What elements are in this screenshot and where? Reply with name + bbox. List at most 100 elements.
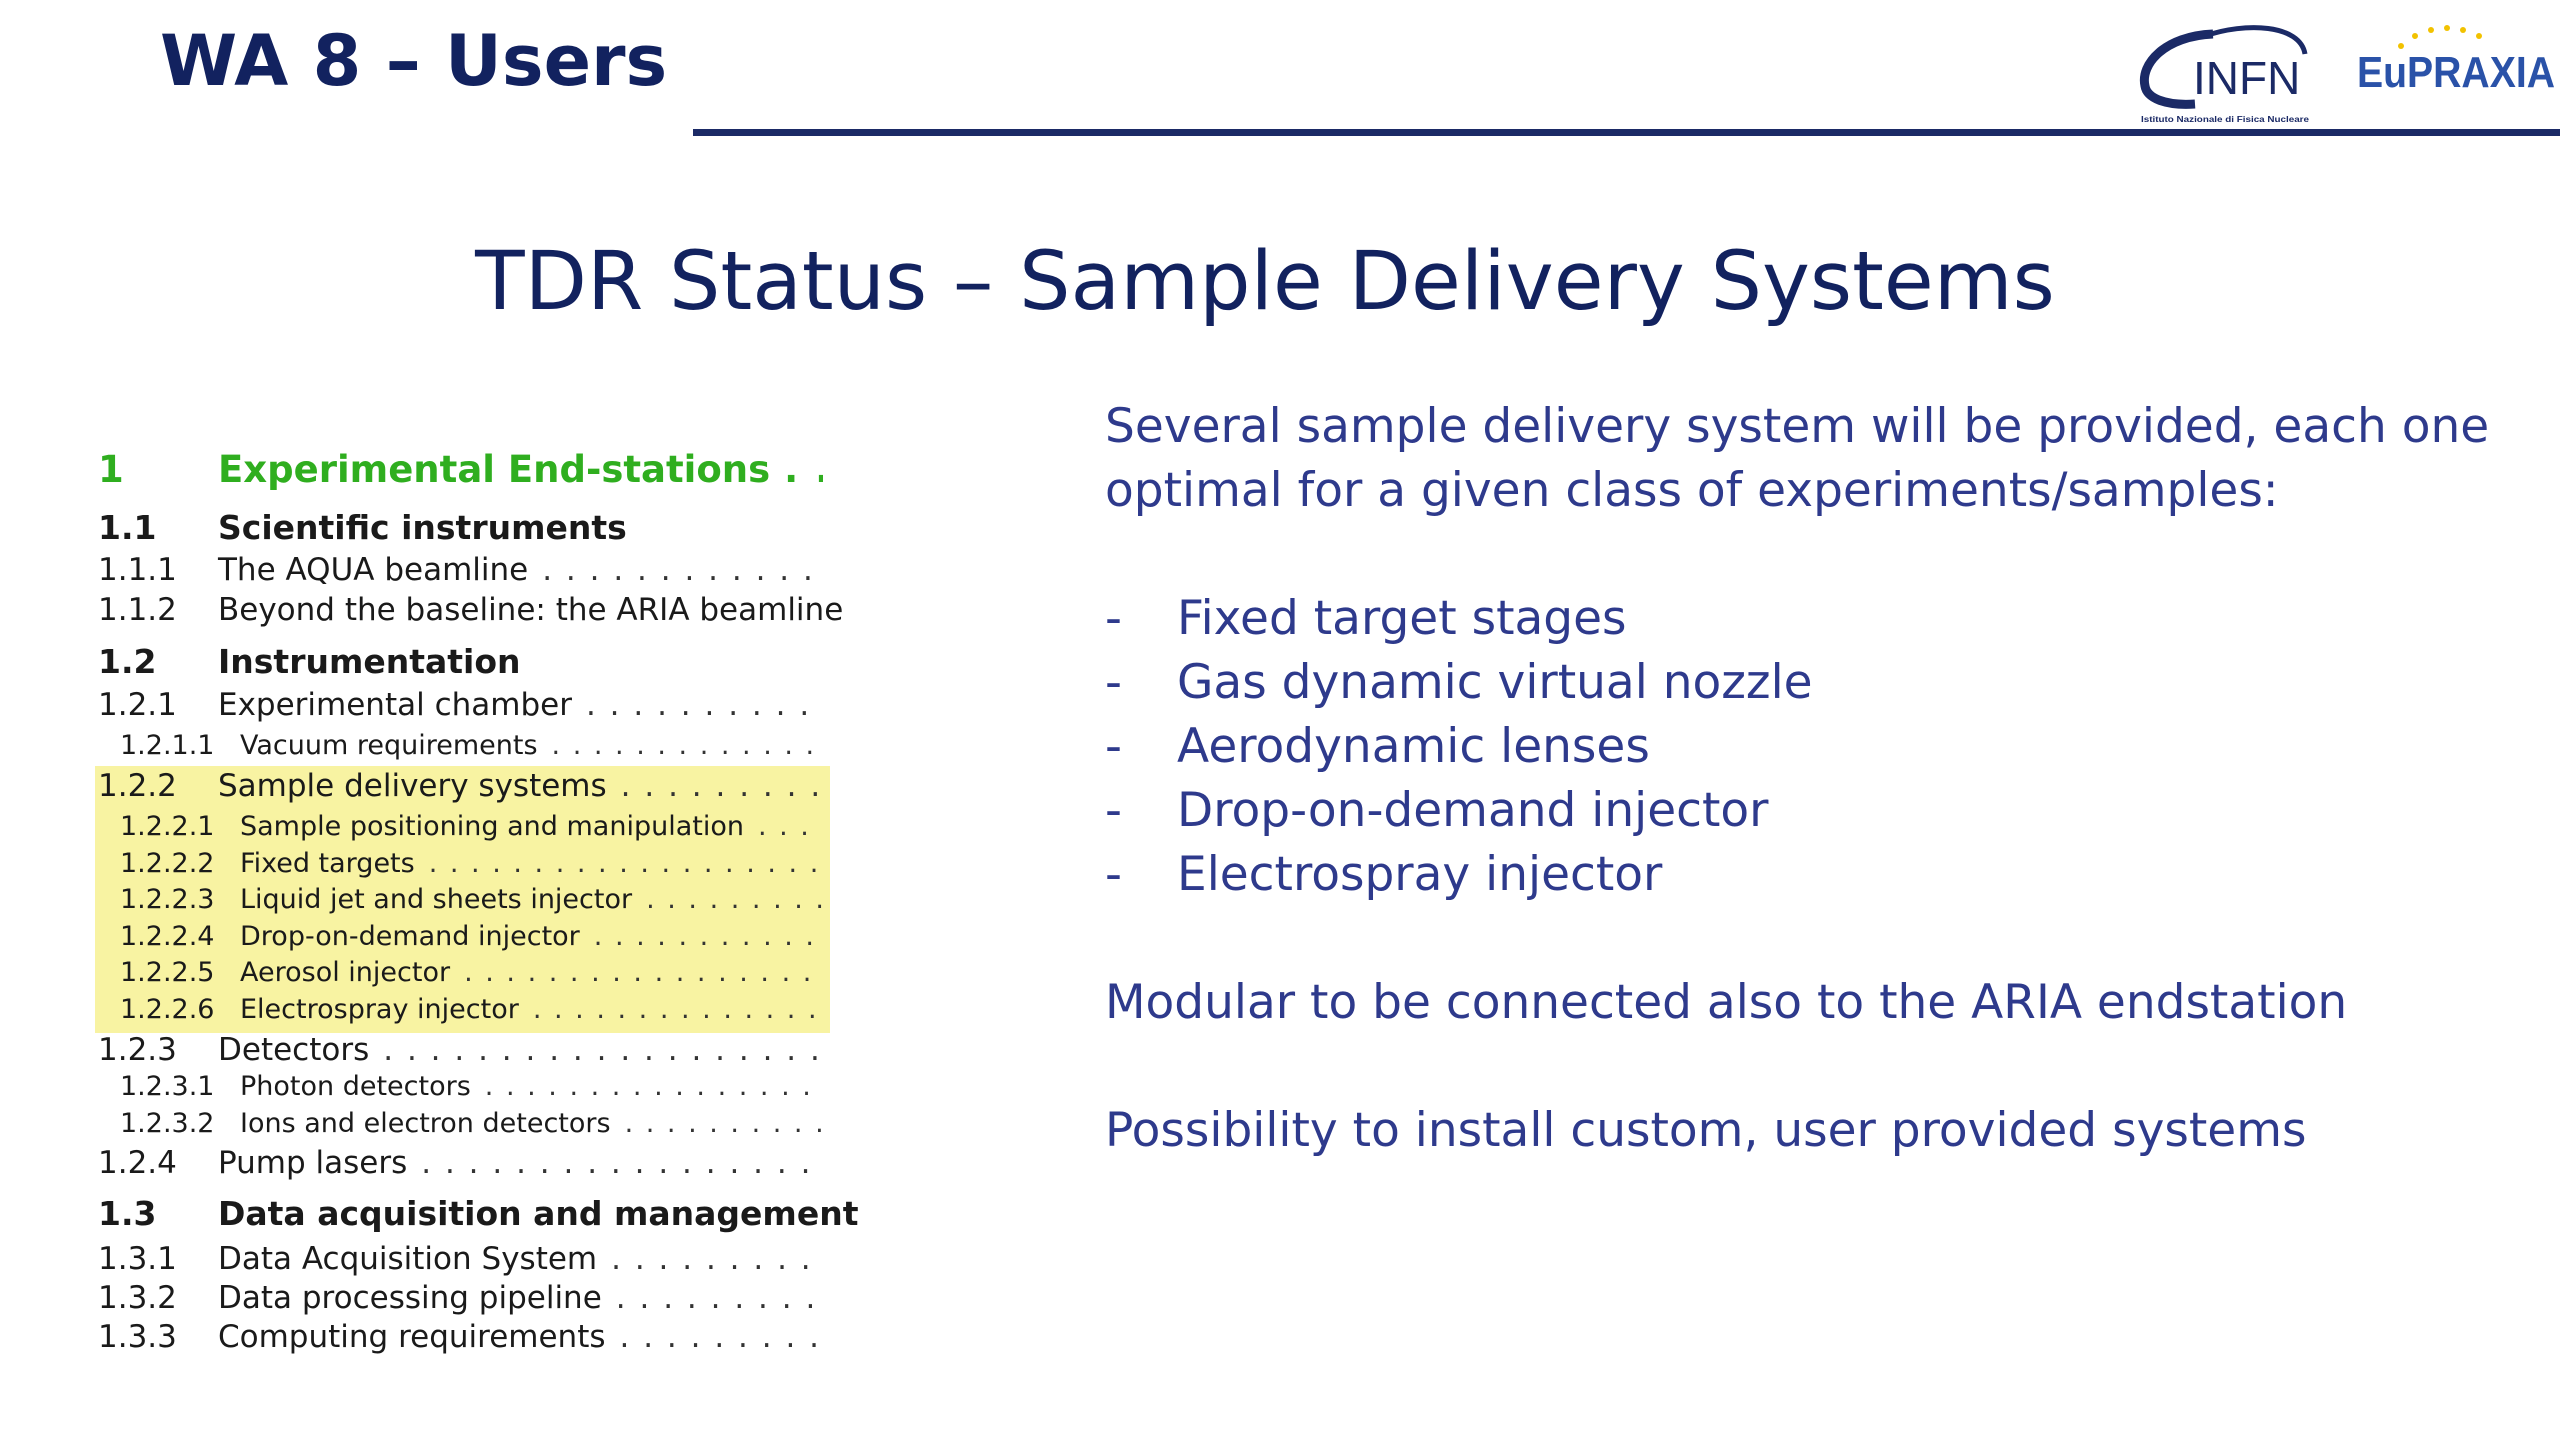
toc-entry-number: 1.1.2: [98, 592, 177, 628]
toc-entry: 1.2.2.2 Fixed targets . . . . . . . . . . …: [98, 848, 823, 879]
toc-entry-number: 1.2.2.5: [120, 957, 215, 988]
toc-entry: 1.2.4 Pump lasers . . . . . . . . . . . . …: [98, 1145, 823, 1181]
toc-entry-number: 1.3.1: [98, 1241, 177, 1277]
toc-entry: 1.1.1 The AQUA beamline . . . . . . . . . …: [98, 552, 823, 588]
toc-entry-title: Data acquisition and management: [218, 1194, 859, 1233]
toc-leader-dots: . . . . . . . . . . . . . . . . . . . . …: [593, 921, 823, 952]
toc-entry-title: Drop-on-demand injector: [240, 921, 580, 952]
toc-entry: 1.2.2.4 Drop-on-demand injector . . . . . …: [98, 921, 823, 952]
toc-leader-dots: . . . . . . . . . . . . . . . . . . . . …: [646, 884, 823, 915]
toc-entry-number: 1.2.2.6: [120, 994, 215, 1025]
toc-entry: 1.1.2 Beyond the baseline: the ARIA beaml…: [98, 592, 843, 628]
toc-entry-number: 1.2.2.3: [120, 884, 215, 915]
eupraxia-logo-text: EuPRAXIA: [2357, 48, 2555, 97]
toc-entry-number: 1.2.3.1: [120, 1071, 215, 1102]
toc-entry: 1.2 Instrumentation: [98, 642, 823, 681]
toc-entry: 1.1 Scientific instruments: [98, 508, 823, 547]
toc-entry-title: Electrospray injector: [240, 994, 519, 1025]
toc-entry-number: 1.2.2.2: [120, 848, 215, 879]
toc-leader-dots: . . . . . . . . . . . . . . . . . . . . …: [624, 1108, 823, 1139]
toc-entry: 1.2.3.1 Photon detectors . . . . . . . . .…: [98, 1071, 823, 1102]
toc-entry-number: 1.2.2.4: [120, 921, 215, 952]
infn-logo-subtitle: Istituto Nazionale di Fisica Nucleare: [2141, 115, 2310, 124]
toc-entry: 1.3.3 Computing requirements . . . . . . .…: [98, 1319, 823, 1355]
toc-entry-title: Liquid jet and sheets injector: [240, 884, 633, 915]
toc-entry-number: 1.2.4: [98, 1145, 177, 1181]
toc-entry-number: 1.2.2.1: [120, 811, 215, 842]
bullet-text: Aerodynamic lenses: [1177, 719, 1650, 774]
toc-entry-title: Vacuum requirements: [240, 730, 538, 761]
toc-entry-title: Pump lasers: [218, 1145, 408, 1181]
toc-entry: 1.2.1 Experimental chamber . . . . . . . .…: [98, 687, 823, 723]
toc-entry-number: 1.2.2: [98, 768, 177, 804]
eupraxia-logo: EuPRAXIA: [2355, 22, 2560, 112]
toc-entry-number: 1.1.1: [98, 552, 177, 588]
toc-entry: 1.2.2.6 Electrospray injector . . . . . . …: [98, 994, 823, 1025]
toc-entry-number: 1: [98, 448, 124, 491]
header-title: WA 8 – Users: [160, 20, 668, 102]
header-rule: [693, 129, 2560, 136]
toc-leader-dots: . . . . . . . . . . . . . . . . . . . . …: [421, 1145, 823, 1181]
toc-entry-number: 1.2.3.2: [120, 1108, 215, 1139]
toc-entry-number: 1.2: [98, 642, 157, 681]
slide-title: TDR Status – Sample Delivery Systems: [475, 235, 2055, 329]
toc-entry-title: The AQUA beamline: [218, 552, 529, 588]
toc-leader-dots: . . . . . . . . . . . . . . . . . . . . …: [484, 1071, 823, 1102]
toc-entry: 1.3.1 Data Acquisition System . . . . . . …: [98, 1241, 823, 1277]
custom-text: Possibility to install custom, user prov…: [1105, 1103, 2307, 1158]
toc-entry-number: 1.2.3: [98, 1032, 177, 1068]
toc-leader-dots: . . . . . . . . . . . . . . . . . . . . …: [619, 1319, 823, 1355]
toc-entry-title: Fixed targets: [240, 848, 415, 879]
toc-entry-title: Ions and electron detectors: [240, 1108, 611, 1139]
toc-leader-dots: . . . . . . . . . . . . . . . . . . . . …: [620, 768, 823, 804]
toc-entry-number: 1.2.1: [98, 687, 177, 723]
toc-entry-number: 1.3: [98, 1194, 157, 1233]
infn-logo-text: INFN: [2193, 52, 2300, 104]
toc-leader-dots: . . . . . . . . . . . . . . . . . . . . …: [757, 811, 823, 842]
toc-entry: 1.3.2 Data processing pipeline . . . . . .…: [98, 1280, 823, 1316]
toc-entry-title: Data Acquisition System: [218, 1241, 598, 1277]
list-item: -Gas dynamic virtual nozzle: [1105, 651, 2525, 715]
bullet-text: Gas dynamic virtual nozzle: [1177, 655, 1813, 710]
toc-entry-title: Instrumentation: [218, 642, 521, 681]
modular-text: Modular to be connected also to the ARIA…: [1105, 975, 2348, 1030]
toc-leader-dots: . . . . . . . . . . . . . . . . . . . . …: [532, 994, 823, 1025]
toc-leader-dots: . . . . . . . . . . . . . . . . . . . . …: [611, 1241, 823, 1277]
infn-logo: INFN Istituto Nazionale di Fisica Nuclea…: [2135, 14, 2315, 129]
toc-entry-title: Photon detectors: [240, 1071, 471, 1102]
toc-entry-number: 1.3.3: [98, 1319, 177, 1355]
bullet-text: Drop-on-demand injector: [1177, 783, 1769, 838]
list-item: -Drop-on-demand injector: [1105, 779, 2525, 843]
toc-entry: 1 Experimental End-stations . . . . . . . …: [98, 448, 823, 491]
toc-entry-number: 1.1: [98, 508, 157, 547]
toc-leader-dots: . . . . . . . . . . . . . . . . . . . . …: [428, 848, 823, 879]
toc-leader-dots: . . . . . . . . . . . . . . . . . . . . …: [615, 1280, 823, 1316]
toc-entry-title: Computing requirements: [218, 1319, 606, 1355]
toc-entry-title: Experimental chamber: [218, 687, 572, 723]
content-text: Several sample delivery system will be p…: [1105, 395, 2525, 1163]
toc-leader-dots: . . . . . . . . . . . . . . . . . . . . …: [383, 1032, 823, 1068]
toc-entry-number: 1.3.2: [98, 1280, 177, 1316]
toc-leader-dots: . . . . . . . . . . . . . . . . . . . . …: [464, 957, 823, 988]
intro-text: Several sample delivery system will be p…: [1105, 399, 2490, 518]
toc-leader-dots: . . . . . . . . . . . . . . . . . . . . …: [784, 448, 823, 491]
toc-entry-title: Sample positioning and manipulation: [240, 811, 744, 842]
toc-entry-number: 1.2.1.1: [120, 730, 215, 761]
toc-entry-title: Experimental End-stations: [218, 448, 771, 491]
bullet-list: -Fixed target stages -Gas dynamic virtua…: [1105, 587, 2525, 907]
toc-entry: 1.2.2.1 Sample positioning and manipulati…: [98, 811, 823, 842]
toc-entry-title: Aerosol injector: [240, 957, 451, 988]
toc-leader-dots: . . . . . . . . . . . . . . . . . . . . …: [585, 687, 823, 723]
list-item: -Electrospray injector: [1105, 843, 2525, 907]
toc-highlight: [95, 766, 830, 1033]
bullet-text: Fixed target stages: [1177, 591, 1627, 646]
toc-entry-title: Beyond the baseline: the ARIA beamline: [218, 592, 844, 628]
toc-entry-title: Data processing pipeline: [218, 1280, 602, 1316]
toc-leader-dots: . . . . . . . . . . . . . . . . . . . . …: [542, 552, 823, 588]
toc-entry: 1.2.2.3 Liquid jet and sheets injector . .…: [98, 884, 823, 915]
toc-entry: 1.3 Data acquisition and management: [98, 1194, 858, 1233]
toc-entry-title: Scientific instruments: [218, 508, 627, 547]
